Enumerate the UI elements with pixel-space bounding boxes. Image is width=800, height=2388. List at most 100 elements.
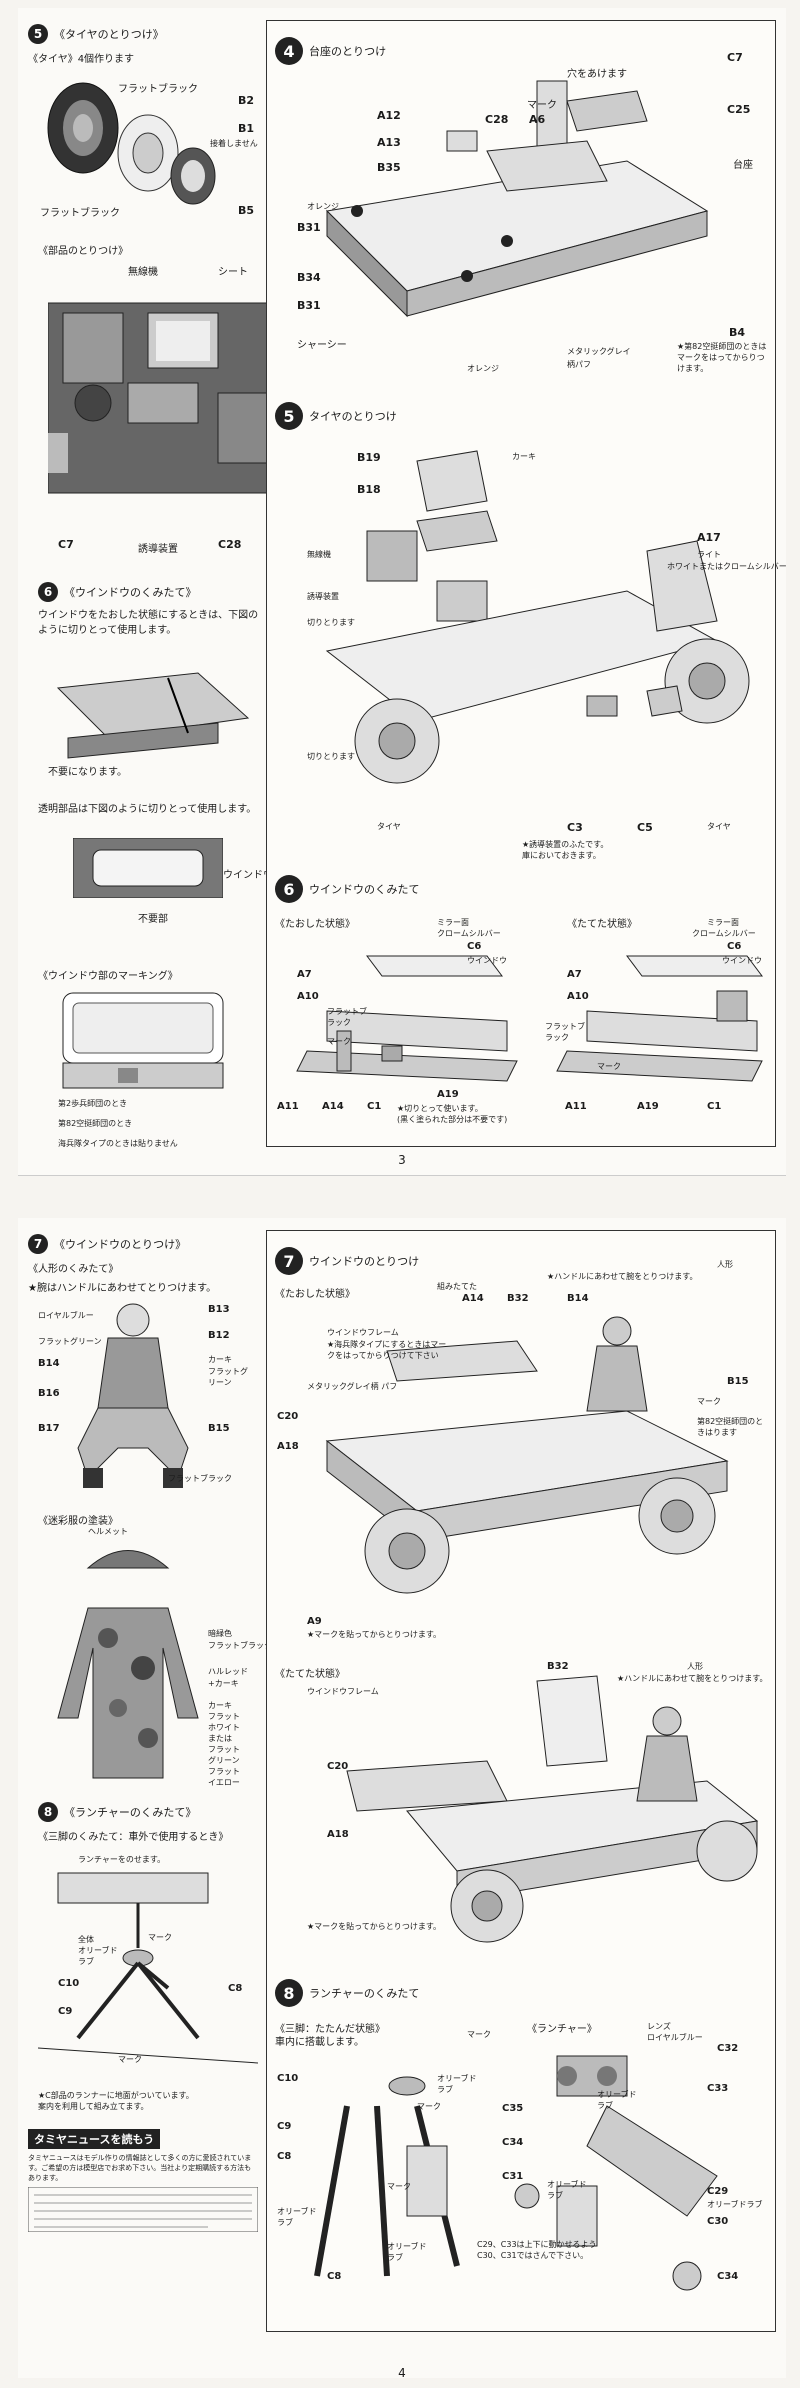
section-6-header: 6 ウインドウのくみたて — [275, 875, 419, 903]
callout: ★マークを貼ってからとりつけます。 — [307, 1922, 442, 1931]
figure-note: ★腕はハンドルにあわせてとりつけます。 — [28, 1283, 217, 1294]
callout: 人形 — [717, 1260, 733, 1269]
marking-subtitle: 《ウインドウ部のマーキング》 — [38, 971, 178, 982]
callout: 誘導装置 — [138, 544, 178, 555]
window-marking-illustration — [62, 992, 224, 1089]
part-label: B12 — [208, 1330, 230, 1341]
callout: フラットブラック — [40, 208, 120, 219]
section-5-header: 5 タイヤのとりつけ — [275, 402, 397, 430]
callout: フラットブラック — [118, 84, 198, 95]
step-number-badge: 8 — [275, 1979, 303, 2007]
part-label: C6 — [727, 941, 742, 952]
callout: イエロー — [208, 1778, 240, 1787]
step-number-badge: 8 — [38, 1802, 58, 1822]
fine-print-block — [28, 2187, 258, 2232]
part-label: C8 — [277, 2151, 292, 2162]
part-label: A19 — [637, 1101, 659, 1112]
callout: 無線機 — [307, 550, 331, 559]
section-5-header: 5 《タイヤのとりつけ》 — [28, 24, 268, 44]
interior-parts-illustration — [48, 302, 288, 494]
callout: オレンジ — [467, 364, 499, 373]
part-label: C34 — [717, 2271, 739, 2282]
section-title: ランチャーのくみたて — [309, 1987, 420, 2000]
part-label: B1 — [238, 122, 255, 135]
section-4-header: 4 台座のとりつけ — [275, 37, 386, 65]
callout: 穴をあけます — [567, 69, 627, 80]
callout: ウインドウ — [722, 956, 762, 965]
callout: ハルレッド — [208, 1667, 248, 1676]
callout: マーク — [118, 2055, 142, 2064]
tamiya-news-box: タミヤニュースを読もう タミヤニュースはモデル作りの情報誌として多くの方に愛読さ… — [28, 2128, 258, 2232]
callout: ライト — [697, 550, 721, 559]
callout: +カーキ — [208, 1679, 239, 1688]
callout: 切りとります — [307, 618, 355, 627]
part-label: A19 — [437, 1089, 459, 1100]
callout: ホワイト — [208, 1723, 240, 1732]
callout: 無線機 — [128, 267, 158, 278]
tire-illustration — [47, 82, 216, 205]
part-label: A18 — [327, 1829, 349, 1840]
callout: マーク — [327, 1037, 351, 1046]
part-label: A10 — [567, 991, 589, 1002]
part-label: B4 — [729, 326, 746, 339]
callout: ホワイトまたはクロームシルバー — [667, 562, 787, 571]
tripod-illustration — [38, 1872, 258, 2064]
callout: カーキ — [512, 452, 536, 461]
section-6-left: 6 《ウインドウのくみたて》 ウインドウをたおした状態にするときは、下図のように… — [38, 576, 263, 642]
callout: 組みたてた — [437, 1282, 477, 1291]
part-label: B32 — [507, 1293, 529, 1304]
part-label: C31 — [502, 2171, 524, 2182]
part-label: C32 — [717, 2043, 739, 2054]
part-label: C28 — [485, 113, 509, 126]
callout: オレンジ — [307, 202, 339, 211]
callout: ウインドウ — [223, 870, 273, 881]
page-3: 5 《タイヤのとりつけ》 《タイヤ》4個作ります フラットブラック B2 B1 … — [18, 8, 787, 1176]
part-label: C6 — [467, 941, 482, 952]
callout: オリーブドラブ — [547, 2180, 587, 2200]
callout: シート — [218, 267, 248, 278]
section-title: 《ウインドウのくみたて》 — [64, 586, 197, 599]
marking-note: 海兵隊タイプのときは貼りません — [58, 1139, 178, 1148]
part-label: B35 — [377, 161, 401, 174]
callout: マーク — [597, 1062, 621, 1071]
callout: オリーブドラブ — [437, 2074, 477, 2094]
callout: タイヤ — [377, 822, 401, 831]
callout: メタリックグレイ柄 パフ — [307, 1382, 398, 1391]
part-label: B17 — [38, 1423, 60, 1434]
callout: ヘルメット — [88, 1527, 128, 1536]
callout: ★ハンドルにあわせて腕をとりつけます。 — [547, 1272, 698, 1281]
step-number-badge: 4 — [275, 37, 303, 65]
tire-subtitle: 《タイヤ》4個作ります — [28, 54, 135, 65]
part-label: C30 — [707, 2216, 729, 2227]
callout: 台座 — [733, 160, 753, 171]
callout: クロームシルバー — [692, 929, 756, 938]
callout: オリーブドラブ — [387, 2242, 427, 2262]
callout: マーク — [467, 2030, 491, 2039]
part-label: B15 — [727, 1376, 749, 1387]
section-7-header: 7 《ウインドウのとりつけ》 — [28, 1234, 268, 1254]
section-note: C29、C33は上下に動かせるよう C30、C31ではさんで下さい。 — [477, 2240, 597, 2260]
callout: オリーブドラブ — [707, 2200, 763, 2209]
callout: マーク — [527, 100, 557, 111]
section-title: 《ランチャーのくみたて》 — [64, 1806, 197, 1819]
page-number: 4 — [398, 2366, 406, 2380]
marking-note: 第2歩兵師団のとき — [58, 1099, 128, 1108]
callout: 不要部 — [138, 914, 168, 925]
callout: フラットブラック — [208, 1641, 272, 1650]
part-label: C34 — [502, 2137, 524, 2148]
part-label: B2 — [238, 94, 255, 107]
section-note: ★第82空挺師団のときはマークをはってからりつけます。 — [677, 342, 767, 373]
callout: ★海兵隊タイプにするときはマークをはってからりつけて下さい — [327, 1340, 447, 1360]
launcher-assembly-illustration — [314, 2055, 718, 2291]
left-view-subtitle: 車内に搭載します。 — [275, 2037, 364, 2048]
lower-view-title: 《たてた状態》 — [275, 1669, 345, 1680]
section-note: ★誘導装置のふたです。 庫においておきます。 — [522, 840, 609, 860]
upper-view-title: 《たおした状態》 — [275, 1289, 355, 1300]
step-number-badge: 7 — [28, 1234, 48, 1254]
part-label: C9 — [58, 2006, 73, 2017]
left-view-title: 《三脚：たたんだ状態》 — [275, 2024, 385, 2035]
step-number-badge: 5 — [275, 402, 303, 430]
instruction-text: 透明部品は下図のように切りとって使用します。 — [38, 804, 257, 815]
callout: フラットグリーン — [208, 1367, 248, 1387]
part-label: B14 — [567, 1293, 589, 1304]
